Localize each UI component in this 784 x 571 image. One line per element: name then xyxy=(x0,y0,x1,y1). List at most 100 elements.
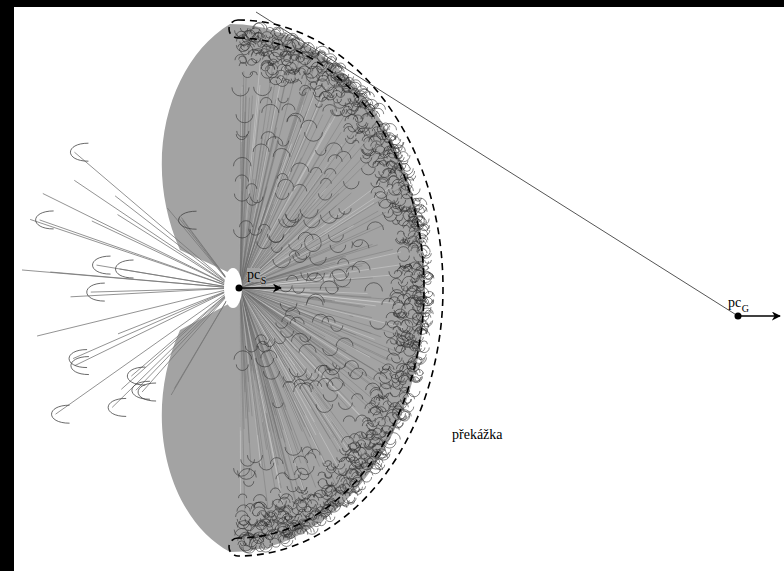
tree-arc xyxy=(342,436,354,442)
tree-arc xyxy=(371,436,379,440)
tree-arc xyxy=(287,275,298,281)
tree-branch xyxy=(74,152,234,288)
tree-branch xyxy=(74,180,234,288)
tree-arc xyxy=(411,247,419,251)
tree-arc xyxy=(244,525,255,530)
tree-arc xyxy=(384,153,396,159)
tree-arc xyxy=(287,486,298,492)
tree-arc xyxy=(256,335,267,340)
tree-arc xyxy=(266,27,273,30)
tree-arc xyxy=(256,52,264,56)
tree-arc xyxy=(293,256,307,263)
tree-arc xyxy=(261,132,275,139)
tree-branch xyxy=(240,288,261,464)
tree-arc xyxy=(373,161,384,167)
tree-arc xyxy=(273,148,290,156)
tree-arc xyxy=(233,157,251,166)
tree-arc xyxy=(308,449,320,455)
tree-arc xyxy=(263,543,272,548)
tree-branch xyxy=(240,99,276,288)
tree-arc xyxy=(234,530,248,537)
tree-arc xyxy=(408,342,414,345)
tree-arc xyxy=(329,211,344,219)
tree-arc xyxy=(312,314,328,322)
tree-branch xyxy=(240,288,338,440)
tree-arc xyxy=(367,425,377,430)
tree-arc xyxy=(415,303,423,307)
tree-arc xyxy=(305,453,316,458)
tree-arc xyxy=(236,522,249,529)
obstacle-outline xyxy=(229,20,443,556)
tree-arc xyxy=(398,256,409,262)
tree-arc xyxy=(341,457,350,461)
point-label: pc xyxy=(728,296,741,310)
tree-branch xyxy=(174,288,234,389)
tree-arc xyxy=(343,416,355,422)
tree-branch xyxy=(136,288,234,390)
tree-branch xyxy=(56,288,234,414)
tree-branch xyxy=(37,288,234,336)
tree-arc xyxy=(377,177,389,183)
tree-arc xyxy=(409,262,419,267)
tree-arc xyxy=(338,259,349,265)
tree-arc xyxy=(235,175,248,182)
tree-arc xyxy=(304,506,311,510)
tree-arc xyxy=(301,491,308,494)
tree-arc xyxy=(293,501,299,504)
tree-arc xyxy=(425,310,431,313)
tree-branch xyxy=(240,288,306,373)
tree-arc xyxy=(325,475,332,478)
tree-arc xyxy=(288,505,297,509)
tree-arc xyxy=(288,49,295,53)
tree-arc xyxy=(404,271,413,275)
tree-arc xyxy=(337,457,345,461)
tree-arc xyxy=(334,103,346,109)
tree-arc xyxy=(411,278,418,282)
tree-arc xyxy=(393,313,400,316)
tree-arc xyxy=(269,60,277,64)
tree-arc xyxy=(305,132,323,141)
tree-branch xyxy=(142,288,234,392)
tree-arc xyxy=(375,192,387,198)
tree-arc xyxy=(380,383,392,389)
tree-branch xyxy=(240,248,308,288)
tree-loop xyxy=(179,211,197,229)
tree-arc xyxy=(244,540,257,547)
point-subscript: G xyxy=(742,304,749,314)
tree-arc xyxy=(271,247,282,252)
tree-arc xyxy=(315,104,322,107)
tree-arc xyxy=(382,427,394,433)
tree-arc xyxy=(254,87,272,96)
tree-arc xyxy=(383,401,392,405)
tree-arc xyxy=(373,428,381,432)
tree-branch xyxy=(240,239,318,288)
tree-arc xyxy=(345,103,352,107)
tree-branch xyxy=(71,288,234,297)
tree-arc xyxy=(389,403,402,409)
tree-arc xyxy=(367,458,374,461)
tree-arc xyxy=(237,34,245,38)
tree-arc xyxy=(358,128,370,134)
tree-arc xyxy=(352,394,363,400)
tree-branch xyxy=(240,288,341,472)
tree-arc xyxy=(278,141,289,146)
tree-arc xyxy=(293,184,307,191)
tree-arc xyxy=(397,231,404,234)
tree-arc xyxy=(308,273,325,282)
tree-arc xyxy=(395,206,404,211)
tree-arc xyxy=(300,383,313,390)
tree-arc xyxy=(393,190,402,195)
tree-arc xyxy=(327,483,334,486)
tree-arc xyxy=(299,344,316,353)
tree-arc xyxy=(419,241,426,244)
tree-arc xyxy=(400,185,413,192)
tree-branch xyxy=(167,208,234,288)
tree-arc xyxy=(310,83,322,89)
tree-arc xyxy=(416,216,424,220)
tree-arc xyxy=(302,495,311,499)
tree-arc xyxy=(285,214,299,221)
tree-arc xyxy=(265,512,276,517)
tree-arc xyxy=(409,346,419,351)
tree-arc xyxy=(291,163,309,172)
tree-branch xyxy=(240,87,310,288)
